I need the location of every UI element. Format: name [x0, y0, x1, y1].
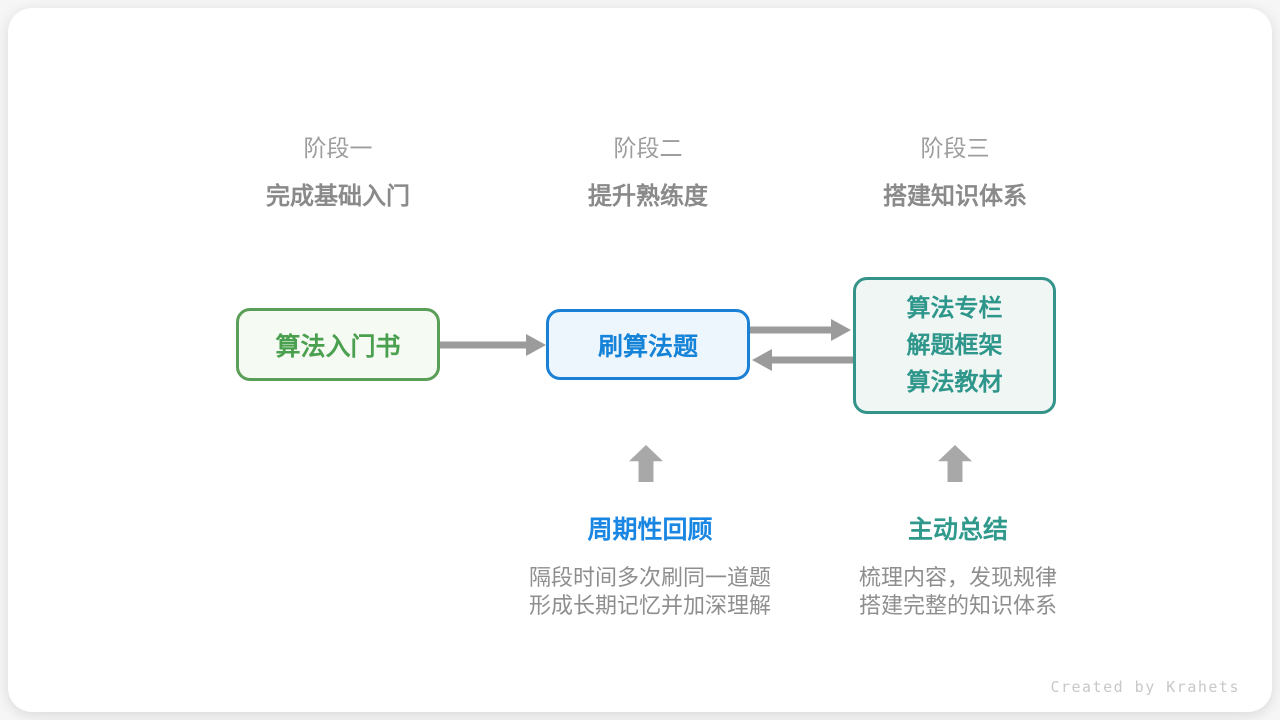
annotation-review-title: 周期性回顾 [587, 516, 713, 544]
annotation-review-desc-line-2: 形成长期记忆并加深理解 [528, 593, 771, 618]
arrow-right-icon [750, 319, 851, 341]
arrow-head [526, 334, 546, 356]
arrow-up-icon [629, 445, 663, 482]
stage-header-1: 阶段一 完成基础入门 [178, 134, 498, 211]
arrow-right-icon [440, 334, 546, 356]
annotation-summary-desc-line-2: 搭建完整的知识体系 [858, 593, 1057, 618]
annotation-summary: 主动总结 梳理内容，发现规律 搭建完整的知识体系 [778, 516, 1138, 620]
stage-1-title: 完成基础入门 [266, 183, 410, 210]
stage-2-label: 阶段二 [613, 135, 683, 161]
arrow-head [752, 349, 772, 371]
node-resources-line-2: 解题框架 [906, 332, 1003, 359]
node-practice-label: 刷算法题 [597, 332, 698, 361]
annotation-summary-title: 主动总结 [907, 516, 1008, 544]
stage-3-title: 搭建知识体系 [883, 183, 1027, 210]
arrow-left-icon [752, 349, 853, 371]
node-intro-book-label: 算法入门书 [275, 332, 401, 361]
diagram-card: 阶段一 完成基础入门 阶段二 提升熟练度 阶段三 搭建知识体系 算法入门书 刷算… [8, 8, 1272, 712]
arrow-shaft [750, 326, 834, 334]
stage-3-label: 阶段三 [920, 135, 990, 161]
arrow-up-icon [938, 445, 972, 482]
annotation-summary-desc: 梳理内容，发现规律 搭建完整的知识体系 [778, 564, 1138, 620]
node-practice: 刷算法题 [546, 309, 750, 380]
arrow-shaft [769, 356, 853, 364]
annotation-review-desc: 隔段时间多次刷同一道题 形成长期记忆并加深理解 [470, 564, 830, 620]
stage-1-label: 阶段一 [303, 135, 373, 161]
arrow-shaft [440, 341, 529, 349]
credit-text: Created by Krahets [1050, 678, 1240, 696]
node-resources-line-1: 算法专栏 [906, 295, 1003, 322]
arrow-head [831, 319, 851, 341]
stage-2-title: 提升熟练度 [588, 183, 708, 210]
node-resources-line-3: 算法教材 [906, 369, 1003, 396]
annotation-review: 周期性回顾 隔段时间多次刷同一道题 形成长期记忆并加深理解 [470, 516, 830, 620]
annotation-summary-desc-line-1: 梳理内容，发现规律 [858, 565, 1057, 590]
stage-header-3: 阶段三 搭建知识体系 [795, 134, 1115, 211]
node-resources: 算法专栏 解题框架 算法教材 [853, 277, 1056, 414]
node-intro-book: 算法入门书 [236, 308, 440, 381]
stage-header-2: 阶段二 提升熟练度 [488, 134, 808, 211]
annotation-review-desc-line-1: 隔段时间多次刷同一道题 [528, 565, 771, 590]
